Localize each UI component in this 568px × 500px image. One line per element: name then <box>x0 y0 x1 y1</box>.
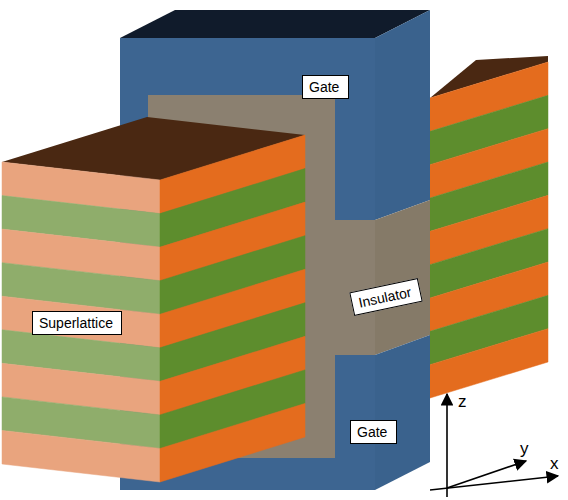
axis-label: y <box>520 440 529 458</box>
x-axis <box>430 476 558 490</box>
layer-stripe <box>160 403 305 482</box>
rear-superlattice <box>430 56 548 398</box>
label-text: Gate <box>309 79 342 95</box>
label-text: Gate <box>357 424 390 440</box>
gate-side <box>375 10 430 220</box>
axes <box>430 394 558 497</box>
insulator-label: Insulator <box>349 278 422 316</box>
gate-label: Gate <box>350 420 397 444</box>
z-axis <box>446 394 448 497</box>
axis-label: z <box>458 393 467 411</box>
gate-side <box>375 335 430 490</box>
axis-label: x <box>550 455 559 473</box>
label-text: Superlattice <box>39 315 115 331</box>
superlattice-label: Superlattice <box>32 311 122 335</box>
label-text: Insulator <box>357 283 415 310</box>
front-superlattice <box>2 117 305 482</box>
layer-stripe <box>430 329 548 398</box>
gate-label: Gate <box>302 75 349 99</box>
insulator-side <box>375 200 430 355</box>
layer-stripe <box>2 430 160 482</box>
gate-insulator <box>120 10 430 490</box>
